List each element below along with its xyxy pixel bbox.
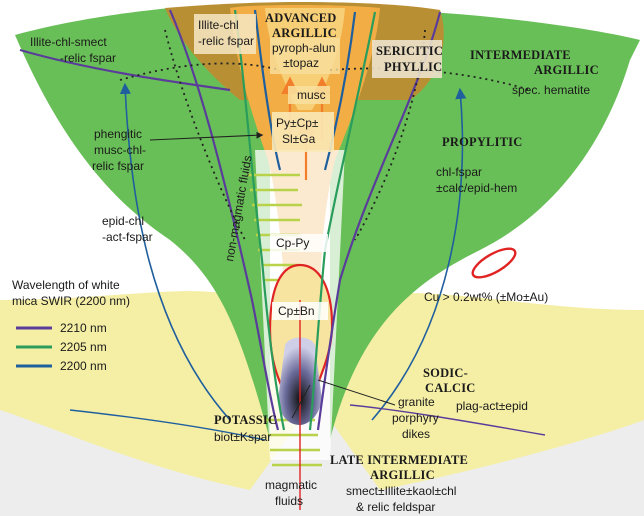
label-granite-2: porphyry: [392, 411, 439, 425]
zone-late-intermediate-2: ARGILLIC: [370, 468, 435, 482]
label-py-cp-1: Py±Cp±: [276, 116, 319, 130]
label-illite-chl-smect-2: -relic fspar: [60, 51, 116, 65]
label-cu-note: Cu > 0.2wt% (±Mo±Au): [424, 290, 548, 304]
zone-late-intermediate-1: LATE INTERMEDIATE: [330, 453, 468, 467]
label-illite-chl-1: Illite-chl: [198, 18, 239, 32]
legend-item-2205: 2205 nm: [60, 340, 107, 354]
label-magmatic-2: fluids: [275, 494, 303, 508]
zone-sodic-2: CALCIC: [425, 381, 476, 395]
label-granite-1: granite: [398, 395, 435, 409]
label-cp-bn: Cp±Bn: [278, 304, 315, 318]
label-epid-chl-2: -act-fspar: [102, 230, 153, 244]
zone-sericitic-1: SERICITIC: [376, 44, 443, 58]
zone-sericitic-2: PHYLLIC: [384, 60, 442, 74]
label-chl-fspar-1: chl-fspar: [436, 165, 482, 179]
label-chl-fspar-2: ±calc/epid-hem: [436, 181, 517, 195]
legend-item-2210: 2210 nm: [60, 321, 107, 335]
legend-title-1: Wavelength of white: [12, 278, 120, 292]
label-musc: musc: [297, 88, 326, 102]
label-py-cp-2: Sl±Ga: [282, 132, 316, 146]
label-phengitic-3: relic fspar: [92, 159, 144, 173]
legend-item-2200: 2200 nm: [60, 359, 107, 373]
label-pyroph-2: ±topaz: [283, 56, 319, 70]
zone-intermediate-1: INTERMEDIATE: [470, 48, 571, 62]
label-plag-act: plag-act±epid: [456, 399, 528, 413]
label-biot: biot±Kspar: [214, 430, 271, 444]
label-smect-2: & relic feldspar: [356, 500, 435, 514]
label-phengitic-1: phengitic: [94, 127, 142, 141]
label-magmatic-1: magmatic: [265, 478, 317, 492]
label-granite-3: dikes: [402, 427, 430, 441]
zone-propylitic: PROPYLITIC: [442, 135, 522, 149]
zone-intermediate-2: ARGILLIC: [534, 63, 599, 77]
label-pyroph-1: pyroph-alun: [272, 41, 335, 55]
label-illite-chl-smect-1: Illite-chl-smect: [30, 35, 107, 49]
label-illite-chl-2: -relic fspar: [198, 34, 254, 48]
zone-potassic: POTASSIC: [214, 413, 277, 427]
label-epid-chl-1: epid-chl: [102, 214, 144, 228]
zone-sodic-1: SODIC-: [423, 366, 468, 380]
label-spec-hematite: spec. hematite: [512, 83, 590, 97]
label-cp-py: Cp-Py: [276, 236, 309, 250]
label-phengitic-2: musc-chl-: [94, 143, 146, 157]
label-smect-1: smect±Illite±kaol±chl: [346, 484, 456, 498]
zone-advanced-argillic-2: ARGILLIC: [272, 26, 337, 40]
zone-advanced-argillic-1: ADVANCED: [265, 11, 337, 25]
legend-title-2: mica SWIR (2200 nm): [12, 294, 130, 308]
